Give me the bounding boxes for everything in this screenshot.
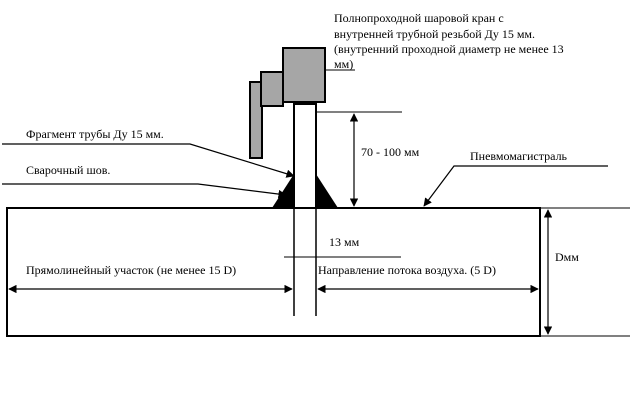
weld-label: Сварочный шов. [26,163,110,177]
flow-direction-label: Направление потока воздуха. (5 D) [318,263,496,277]
pipe-diameter-label: Dмм [555,250,579,264]
weld-leader [2,183,287,199]
weld-right [316,174,338,208]
height-label: 70 - 100 мм [361,145,420,159]
valve-body [282,47,326,103]
main-pipe-label: Пневмомагистраль [470,149,568,163]
weld-left [272,174,294,208]
main-pipe [6,207,541,337]
valve-label-line-3: (внутренний проходной диаметр не менее 1… [334,42,564,56]
pipe-fragment [293,103,317,209]
pipe-fragment-label: Фрагмент трубы Ду 15 мм. [26,127,164,141]
valve-handle [249,81,263,159]
valve-stem [260,71,284,107]
main-pipe-leader [423,165,608,207]
pipe-fragment-leader [2,143,295,178]
valve-label-line-2: внутренней трубной резьбой Ду 15 мм. [334,27,535,41]
hole-dia-label: 13 мм [329,235,360,249]
valve-label-line-4: мм) [334,57,353,71]
valve-label-line-1: Полнопроходной шаровой кран с [334,11,504,25]
straight-section-label: Прямолинейный участок (не менее 15 D) [26,263,236,277]
